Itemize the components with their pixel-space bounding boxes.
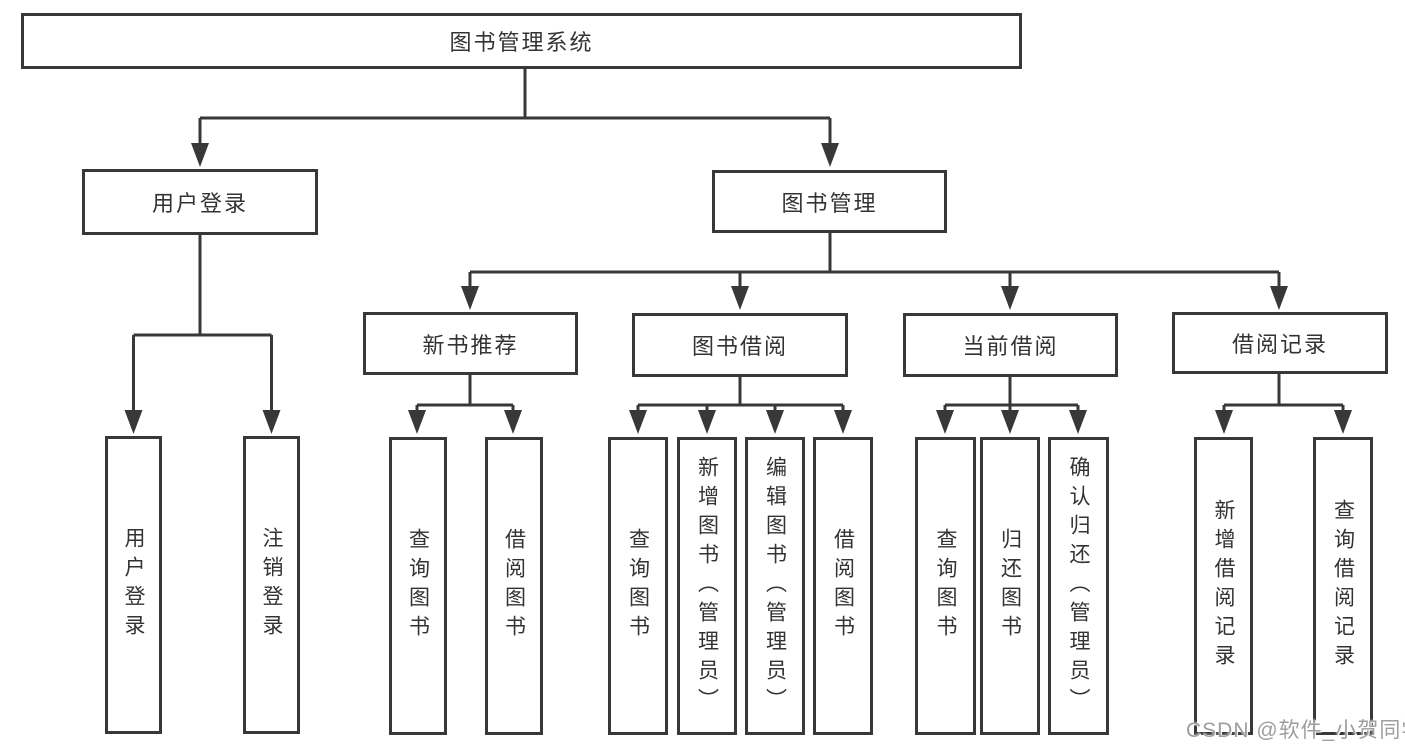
leaf-borrow-books-recommend: 借阅图书	[485, 437, 543, 735]
node-new-book-recommendation: 新书推荐	[363, 312, 578, 375]
connector-root-to-level2	[198, 69, 832, 152]
node-book-borrowing: 图书借阅	[632, 313, 848, 377]
connector-borrowing-records-to-leaves	[1222, 374, 1345, 419]
node-library-management-system: 图书管理系统	[21, 13, 1022, 69]
leaf-add-books-admin: 新增图书（管理员）	[677, 437, 737, 735]
leaf-search-books-current: 查询图书	[915, 437, 976, 735]
node-borrowing-records: 借阅记录	[1172, 312, 1388, 374]
leaf-edit-books-admin: 编辑图书（管理员）	[745, 437, 805, 735]
connector-book-borrowing-to-leaves	[636, 377, 845, 419]
connector-new-book-recommendation-to-leaves	[415, 375, 515, 419]
leaf-search-books-recommend: 查询图书	[389, 437, 447, 735]
leaf-return-books: 归还图书	[980, 437, 1040, 735]
leaf-user-login: 用户登录	[105, 436, 162, 734]
leaf-confirm-return-admin: 确认归还（管理员）	[1048, 437, 1109, 735]
leaf-search-borrow-record: 查询借阅记录	[1313, 437, 1373, 735]
leaf-search-books-borrowing: 查询图书	[608, 437, 668, 735]
connector-book-management-to-level3	[468, 233, 1281, 295]
leaf-borrow-books-borrowing: 借阅图书	[813, 437, 873, 735]
node-user-login: 用户登录	[82, 169, 318, 235]
watermark: CSDN @软件_小贺同学	[1186, 719, 1405, 742]
node-book-management: 图书管理	[712, 170, 947, 233]
node-current-borrowing: 当前借阅	[903, 313, 1118, 377]
arrowheads	[124, 143, 1352, 434]
leaf-logout: 注销登录	[243, 436, 300, 734]
leaf-add-borrow-record: 新增借阅记录	[1194, 437, 1253, 735]
connector-user-login-to-leaves	[132, 235, 273, 419]
